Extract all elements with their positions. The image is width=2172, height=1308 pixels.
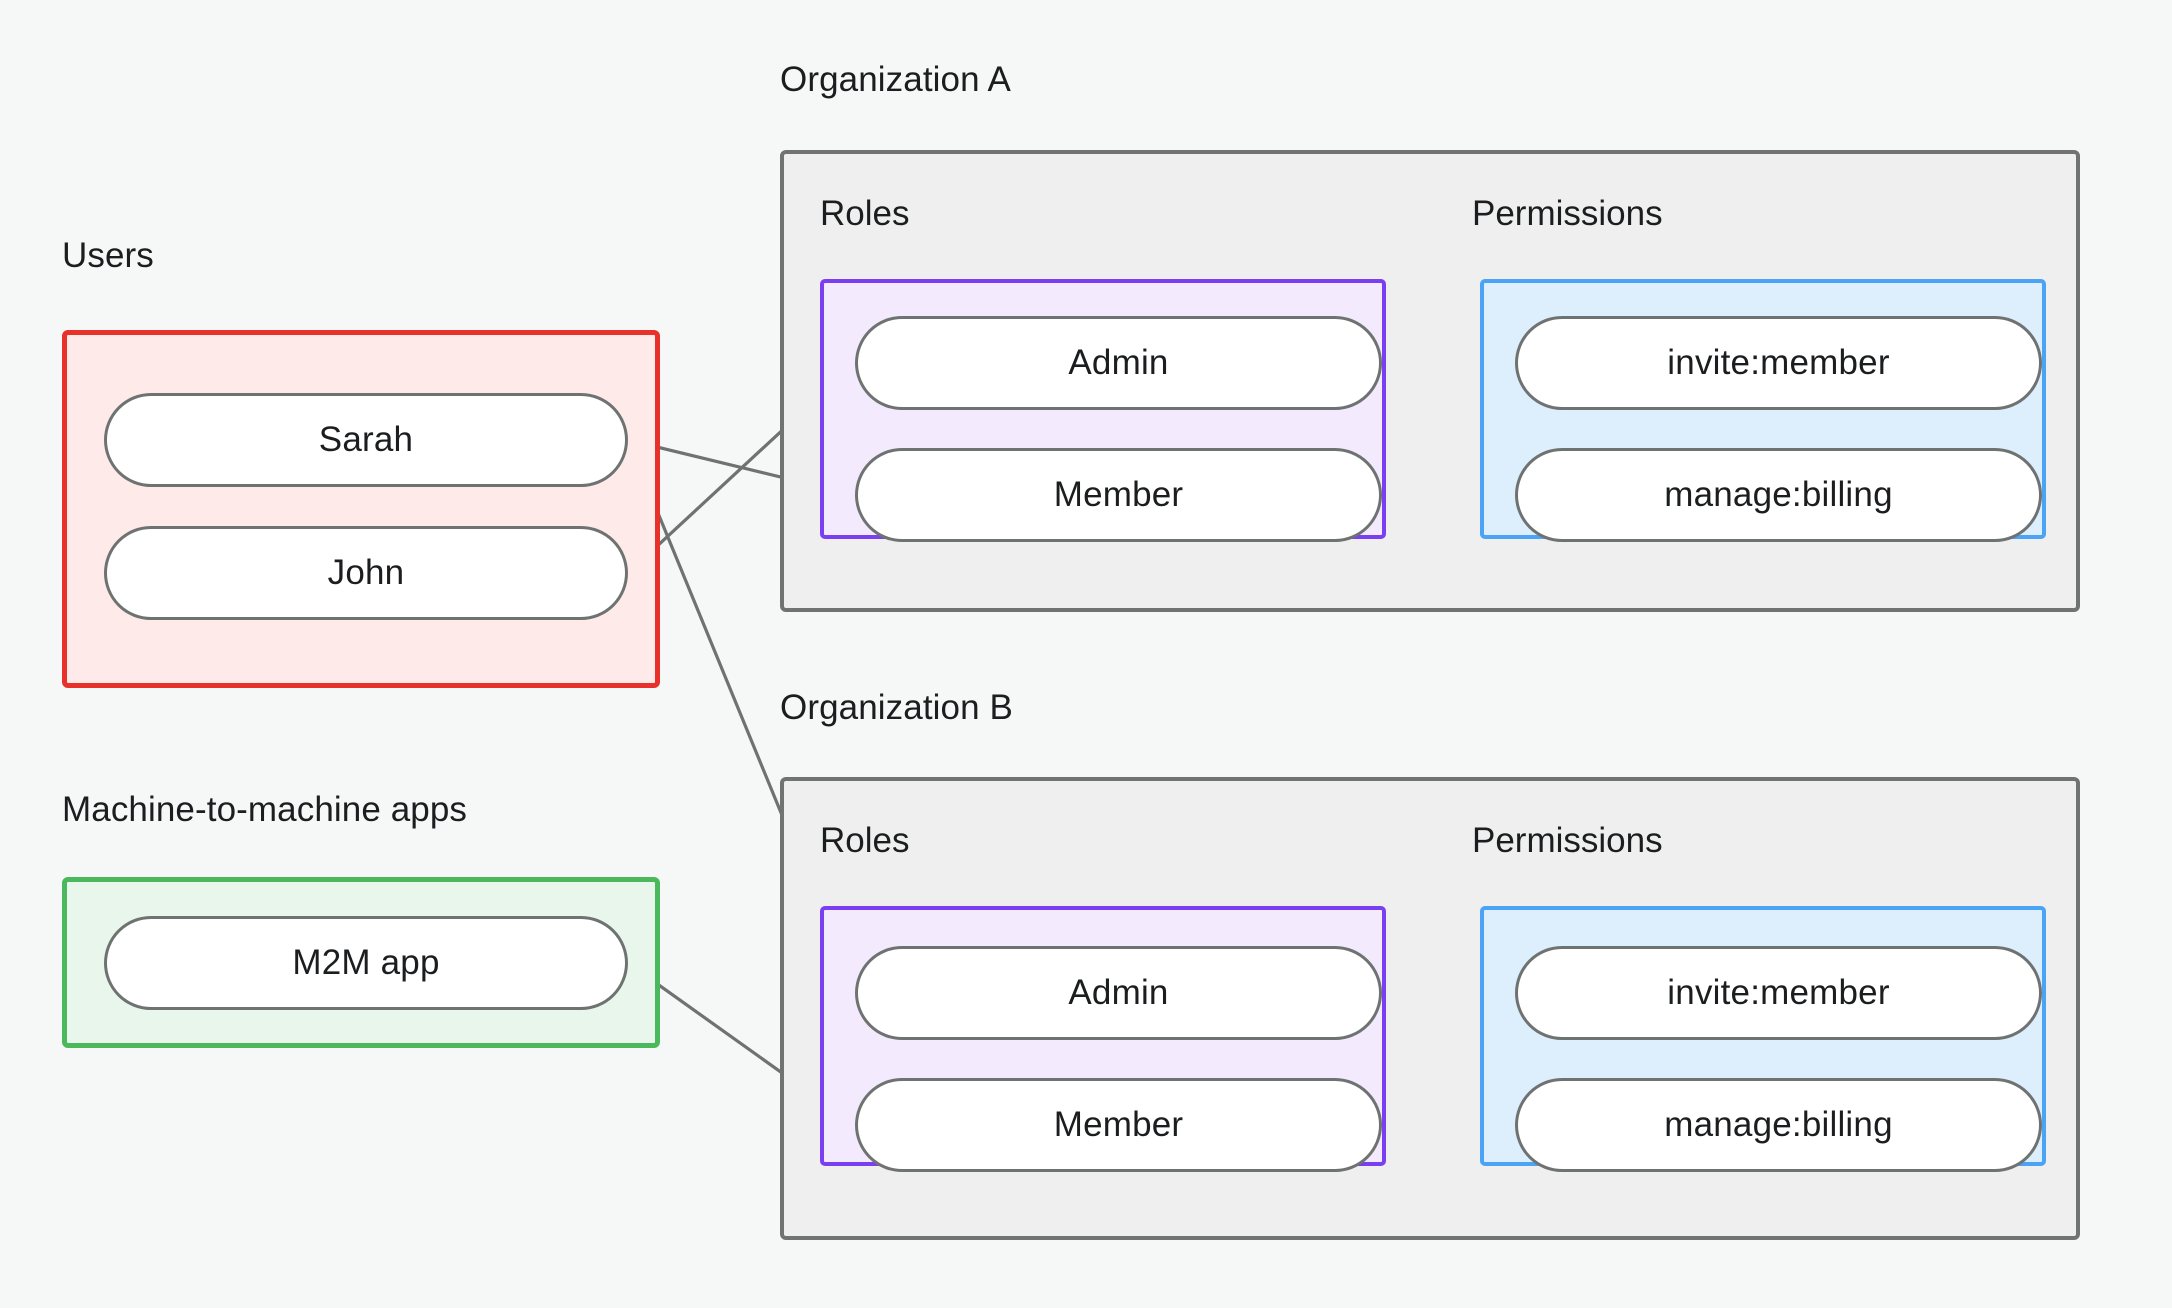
orgB-role-pill-admin[interactable]: Admin (855, 946, 1382, 1040)
orgB-role-pill-member[interactable]: Member (855, 1078, 1382, 1172)
organization-b-caption: Organization B (780, 688, 1013, 727)
orgA-roles-caption: Roles (820, 194, 910, 233)
orgB-permission-pill-manage-billing[interactable]: manage:billing (1515, 1078, 2042, 1172)
orgA-permissions-caption: Permissions (1472, 194, 1663, 233)
orgB-roles-caption: Roles (820, 821, 910, 860)
orgB-permissions-caption: Permissions (1472, 821, 1663, 860)
user-pill-sarah[interactable]: Sarah (104, 393, 628, 487)
orgB-permission-pill-invite-member[interactable]: invite:member (1515, 946, 2042, 1040)
users-group-box (62, 330, 660, 688)
orgA-role-pill-admin[interactable]: Admin (855, 316, 1382, 410)
machine-pill-m2m-app[interactable]: M2M app (104, 916, 628, 1010)
machines-caption: Machine-to-machine apps (62, 790, 468, 829)
users-caption: Users (62, 236, 154, 275)
organization-a-caption: Organization A (780, 60, 1011, 99)
orgA-role-pill-member[interactable]: Member (855, 448, 1382, 542)
user-pill-john[interactable]: John (104, 526, 628, 620)
orgA-permission-pill-manage-billing[interactable]: manage:billing (1515, 448, 2042, 542)
orgA-permission-pill-invite-member[interactable]: invite:member (1515, 316, 2042, 410)
